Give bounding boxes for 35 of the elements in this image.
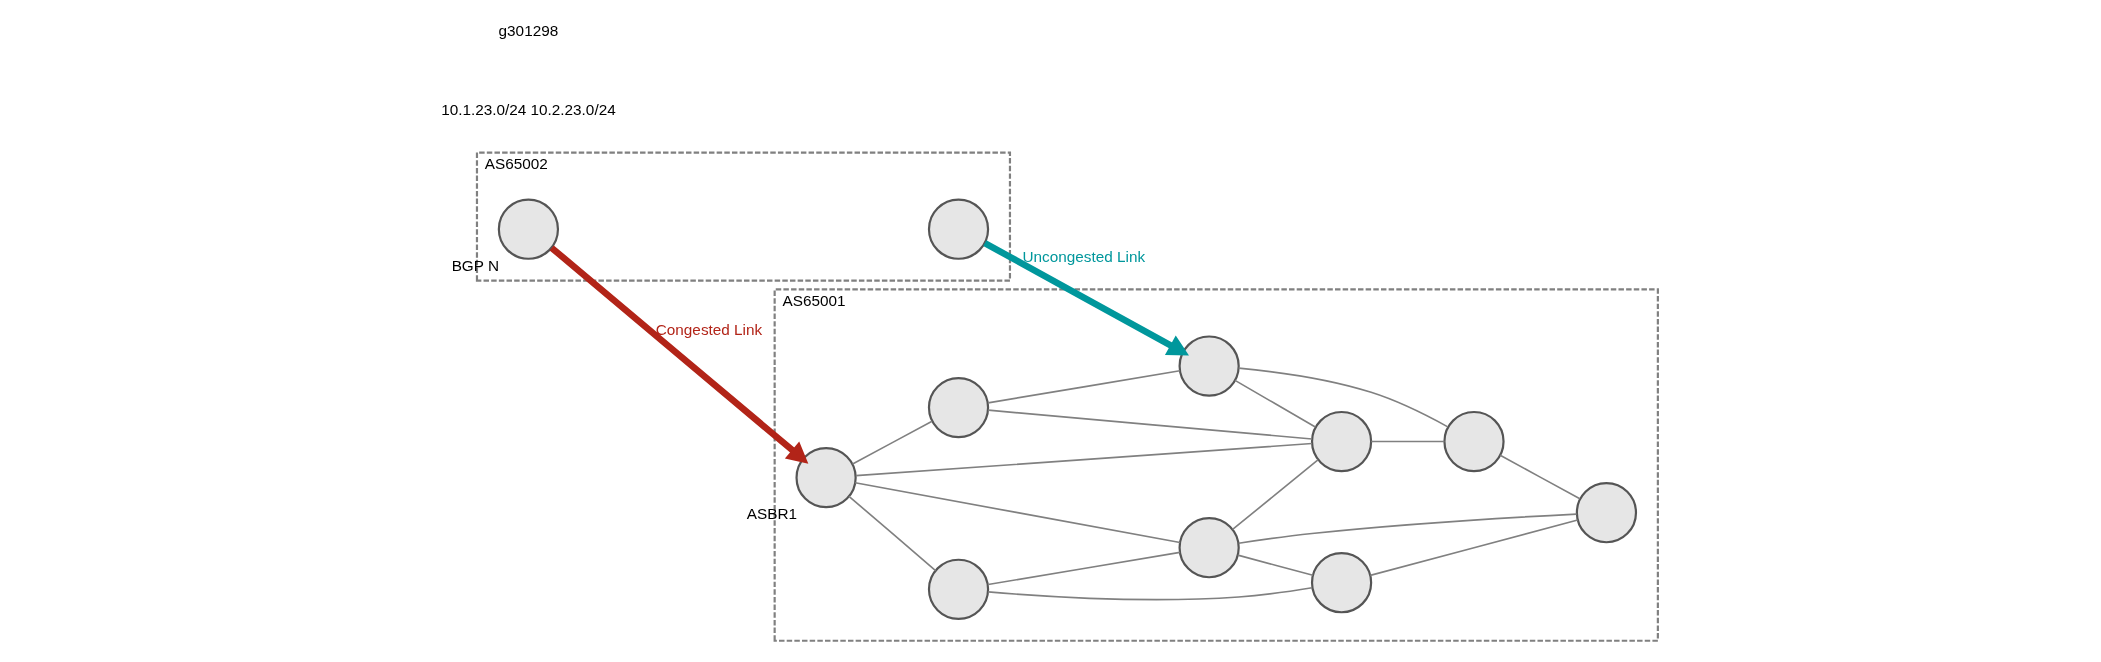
- node-circle: [497, 198, 559, 260]
- node-circle: [927, 198, 989, 260]
- connector: [1233, 379, 1316, 428]
- connector: [986, 409, 1313, 440]
- connector: [1237, 513, 1577, 544]
- node-circle: [1178, 517, 1240, 579]
- arrow: [982, 240, 1189, 356]
- node-circle: [794, 447, 857, 509]
- label: g301298: [498, 22, 558, 40]
- connector: [986, 551, 1181, 586]
- connector: [1237, 367, 1449, 428]
- node-circle: [1310, 410, 1372, 473]
- connector: [986, 369, 1181, 404]
- node-label: ASBR1: [746, 505, 797, 523]
- node-circle: [1575, 482, 1637, 544]
- node-circle: [1178, 335, 1240, 397]
- node-circle: [1310, 552, 1372, 614]
- connector: [1369, 440, 1445, 443]
- label: 10.1.23.0/24 10.2.23.0/24: [440, 101, 616, 119]
- node-circle: [927, 376, 989, 439]
- connector: [1368, 519, 1578, 577]
- connector: [854, 442, 1313, 477]
- node-circle: [927, 558, 989, 620]
- connector: [986, 586, 1313, 601]
- connector: [851, 420, 933, 465]
- connector: [1236, 554, 1314, 577]
- connector: [1498, 454, 1581, 500]
- edge-label: Uncongested Link: [1022, 248, 1145, 266]
- connector: [853, 482, 1181, 544]
- node-circle: [1442, 410, 1505, 473]
- edge-label: Congested Link: [655, 320, 762, 338]
- arrow: [549, 245, 808, 464]
- node-label: BGP N: [451, 257, 499, 275]
- connector: [1231, 459, 1319, 531]
- connector: [847, 495, 936, 572]
